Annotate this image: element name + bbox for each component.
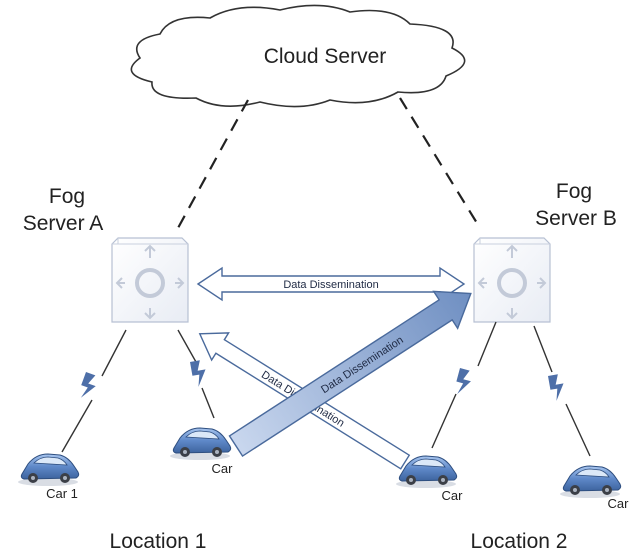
cloud-link-b [399, 97, 481, 229]
arrow-label-horizontal: Data Dissemination [283, 279, 378, 291]
wireless-link-a1 [61, 329, 127, 453]
fog-a-label-line1: Fog [49, 185, 85, 208]
car-c-label: Car [608, 496, 630, 511]
car-icon [559, 465, 622, 499]
lightning-icon [548, 373, 567, 402]
server-icon [472, 236, 552, 324]
lightning-icon [77, 372, 100, 402]
fog-b-label-line2: Server B [535, 207, 617, 230]
arrow-data-dissemination-horizontal: Data Dissemination [196, 266, 466, 302]
cloud-server-label: Cloud Server [264, 45, 387, 68]
wireless-link-a2 [177, 329, 215, 419]
car-c [559, 465, 622, 499]
car-1-label: Car 1 [46, 486, 78, 501]
car-icon [17, 453, 80, 487]
car-a [169, 427, 232, 461]
location-2-label: Location 2 [471, 530, 568, 553]
wireless-link-b1 [431, 321, 497, 449]
cloud-server: Cloud Server [130, 4, 466, 108]
lightning-icon [453, 368, 474, 397]
lightning-icon [190, 359, 209, 388]
car-icon [169, 427, 232, 461]
server-icon [110, 236, 190, 324]
fog-b-label-line1: Fog [556, 180, 592, 203]
arrow-label-diag-dark: Data Dissemination [319, 334, 406, 396]
cloud-icon [130, 4, 466, 108]
location-1-label: Location 1 [110, 530, 207, 553]
fog-a-label-line2: Server A [23, 212, 104, 235]
fog-server-a [110, 236, 190, 324]
cloud-link-a [177, 99, 249, 229]
car-b-label: Car [442, 488, 464, 503]
fog-server-b [472, 236, 552, 324]
car-a-label: Car [212, 461, 234, 476]
car-1 [17, 453, 80, 487]
wireless-link-b2 [533, 325, 591, 457]
